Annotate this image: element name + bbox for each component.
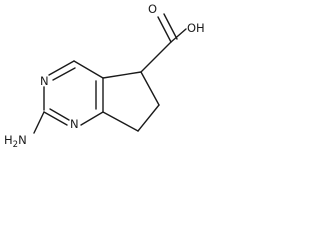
bond-c4-n3: [48, 60, 75, 76]
chemical-structure-diagram: O OH N N H2N: [4, 2, 205, 150]
bond-carbonyl-outer: [157, 16, 172, 43]
bond-c5-carboxyl: [140, 41, 172, 73]
bond-c4-n3-inner: [52, 67, 76, 81]
bond-c2-n1: [43, 111, 68, 126]
bond-c5-c6: [140, 71, 160, 106]
amine-h: H: [4, 133, 13, 147]
atom-label-carbonyl-o: O: [148, 2, 157, 16]
bond-c4a-c5: [102, 71, 142, 79]
atom-label-nitrogen-lower: N: [70, 117, 79, 131]
atom-label-nitrogen-upper: N: [40, 74, 49, 88]
amino-group: [33, 111, 45, 134]
bond-c2-n1-inner: [49, 108, 70, 121]
cyclopentane-ring: [102, 71, 160, 132]
bond-c7-c7a: [102, 111, 139, 132]
bond-carbonyl-inner: [163, 13, 178, 40]
bond-c6-c7: [137, 104, 160, 132]
bond-n1-c7a: [80, 111, 104, 126]
bond-c2-nh2: [33, 111, 45, 134]
amine-subscript: 2: [13, 140, 18, 150]
atom-label-hydroxyl: OH: [187, 21, 205, 35]
amine-n: N: [18, 133, 27, 147]
pyrimidine-ring: [43, 60, 104, 126]
bond-c4-c5-ring: [73, 60, 104, 79]
atom-label-amine: H2N: [4, 133, 27, 150]
carboxylic-acid-group: [140, 13, 187, 73]
bond-carboxyl-oh: [170, 28, 187, 43]
